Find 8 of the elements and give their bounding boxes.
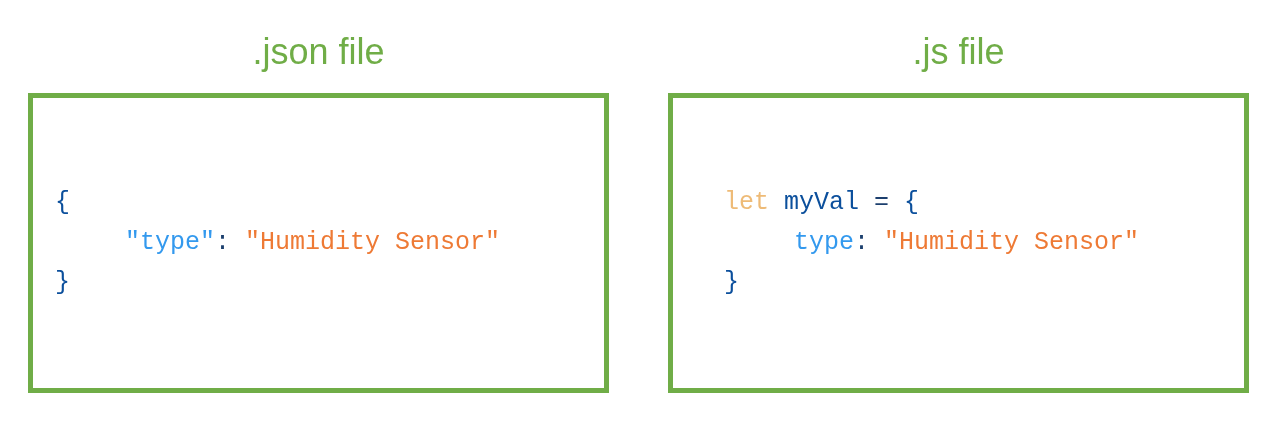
code-line: } — [724, 267, 739, 300]
code-line: "type": "Humidity Sensor" — [125, 227, 501, 260]
code-line: { — [55, 187, 70, 220]
code-line: let myVal = { — [724, 187, 920, 220]
panel-heading: .js file — [912, 30, 1005, 74]
code-line: type: "Humidity Sensor" — [794, 227, 1140, 260]
code-line: } — [55, 267, 70, 300]
panel-heading: .json file — [252, 30, 385, 74]
